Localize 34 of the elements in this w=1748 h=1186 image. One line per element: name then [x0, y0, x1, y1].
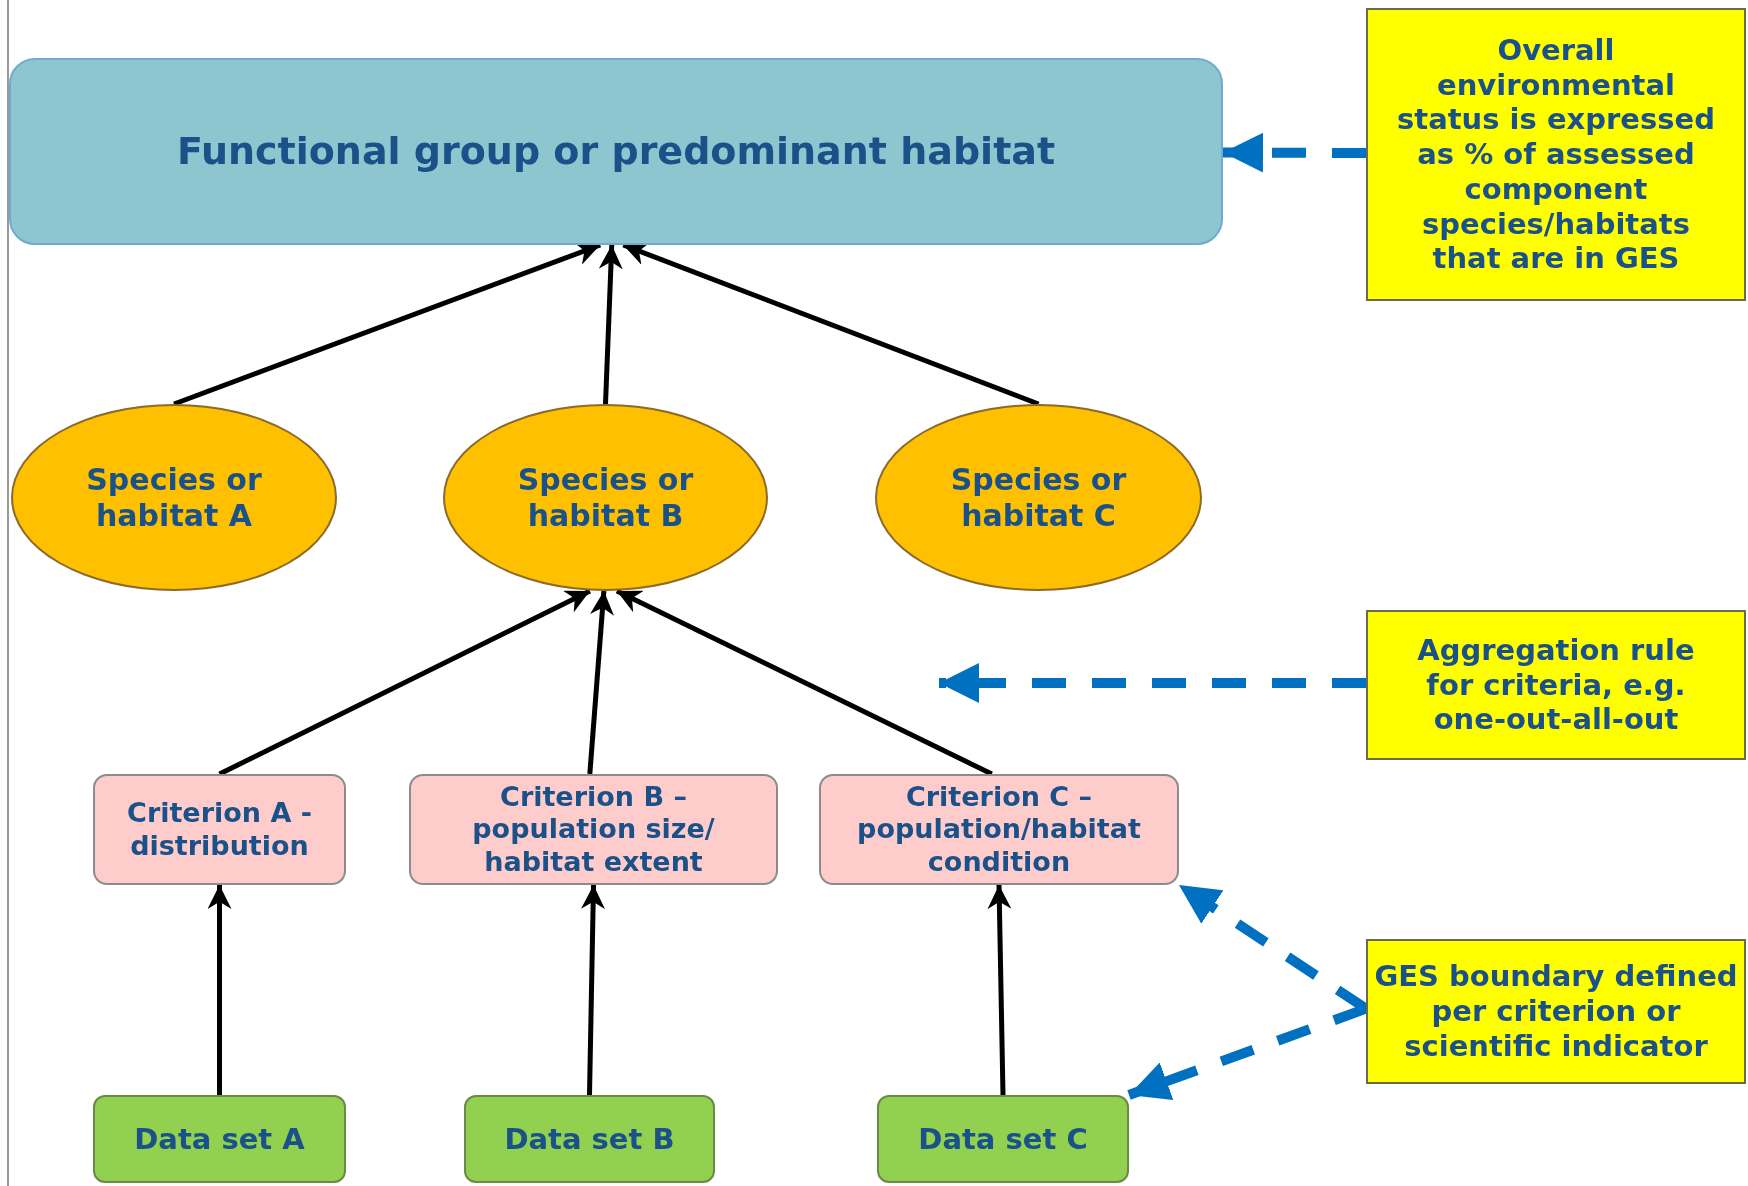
- arrow: [615, 588, 993, 777]
- note-box: [1366, 610, 1746, 760]
- node-label: Species or habitat A: [85, 461, 263, 534]
- node-label: Data set B: [504, 1121, 675, 1157]
- arrow: [218, 588, 591, 777]
- arrow: [622, 242, 1040, 407]
- node-label: Aggregation rule for criteria, e.g. one-out-all-out: [1416, 632, 1696, 738]
- arrow: [207, 885, 232, 1095]
- note-box: [1366, 939, 1746, 1084]
- data-box: [877, 1095, 1129, 1183]
- node-label: Functional group or predominant habitat: [176, 128, 1056, 175]
- group-box: [9, 58, 1223, 245]
- arrow: [598, 244, 623, 405]
- data-box: [93, 1095, 346, 1183]
- arrow: [587, 590, 614, 775]
- arrow: [581, 884, 606, 1096]
- criterion-box: [819, 774, 1179, 885]
- node-label: Criterion A - distribution: [126, 797, 313, 862]
- node-label: GES boundary defined per criterion or scientific indicator: [1373, 959, 1739, 1064]
- note-box: [1366, 8, 1746, 301]
- node-label: Data set A: [134, 1121, 305, 1157]
- dashed-arrow: [1223, 132, 1367, 173]
- node-label: Criterion B – population size/ habitat extent: [471, 780, 716, 879]
- arrow: [987, 884, 1012, 1096]
- criterion-box: [93, 774, 346, 885]
- criterion-box: [409, 774, 778, 885]
- arrow: [173, 242, 602, 407]
- node-label: Species or habitat B: [516, 461, 695, 534]
- node-label: Data set C: [918, 1121, 1088, 1157]
- node-label: Overall environmental status is expressed as % of assessed component species/habitats that are in GES: [1396, 32, 1716, 277]
- dashed-arrow: [939, 663, 1366, 703]
- data-box: [464, 1095, 715, 1183]
- node-label: Criterion C – population/habitat condition: [856, 780, 1142, 879]
- node-label: Species or habitat C: [949, 461, 1128, 534]
